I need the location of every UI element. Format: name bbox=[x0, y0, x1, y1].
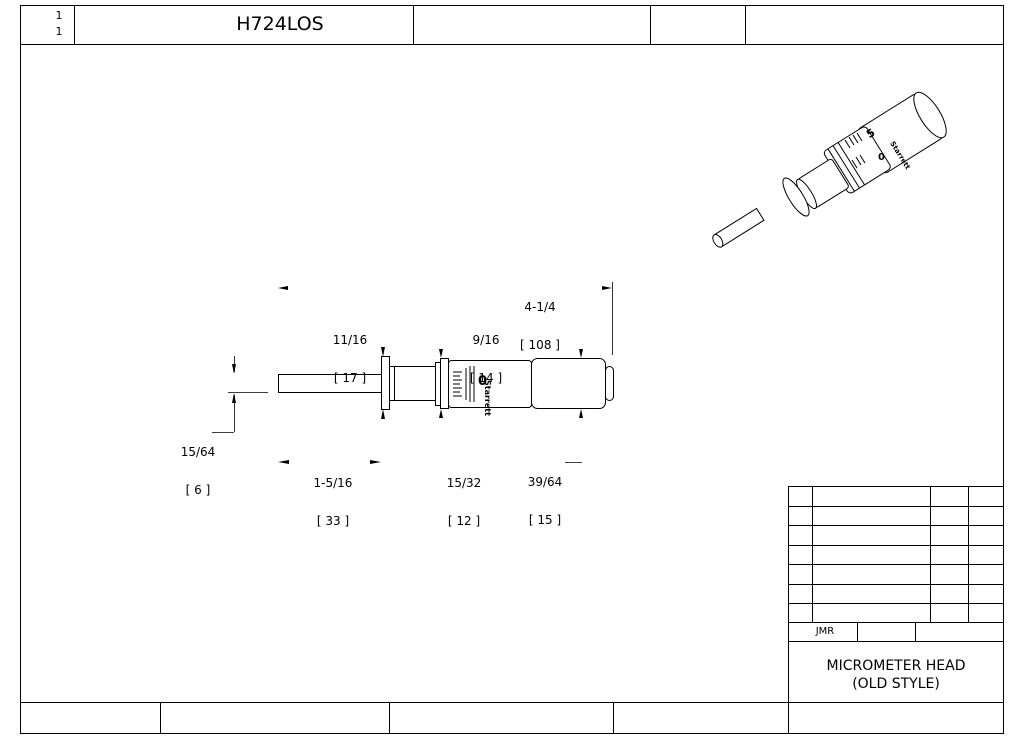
dim-overall-length-metric: [ 108 ] bbox=[520, 337, 560, 352]
dim-spindle-length-imperial: 1-5/16 bbox=[313, 476, 353, 491]
brand-marking: Starrett bbox=[483, 380, 492, 416]
dim-thimble-length-metric: [ 15 ] bbox=[528, 512, 562, 527]
dim-spindle-dia-imperial: 15/64 bbox=[180, 445, 216, 460]
drawing-title: MICROMETER HEAD (OLD STYLE) bbox=[790, 658, 1002, 693]
dim-thimble-length: 39/64 [ 15 ] bbox=[515, 451, 575, 539]
dim-sleeve-length-metric: [ 12 ] bbox=[447, 513, 481, 528]
dim-overall-length-imperial: 4-1/4 bbox=[524, 300, 556, 315]
sheet-number-bottom: 1 bbox=[55, 25, 63, 38]
dim-thimble-dia-metric: [ 14 ] bbox=[469, 370, 503, 385]
drawing-title-line2: (OLD STYLE) bbox=[852, 675, 940, 692]
iso-zero-mark: 0 bbox=[878, 152, 885, 163]
scale-zero-mark: 0 bbox=[478, 374, 488, 389]
drawn-by: JMR bbox=[815, 626, 835, 637]
dim-flange-dia-metric: [ 17 ] bbox=[333, 370, 367, 385]
dim-spindle-length-metric: [ 33 ] bbox=[316, 513, 350, 528]
dim-spindle-length: 1-5/16 [ 33 ] bbox=[303, 452, 363, 540]
dim-spindle-dia: 15/64 [ 6 ] bbox=[168, 421, 228, 509]
dim-sleeve-length: 15/32 [ 12 ] bbox=[434, 452, 494, 540]
part-number: H724LOS bbox=[236, 13, 324, 35]
dim-sleeve-length-imperial: 15/32 bbox=[446, 476, 482, 491]
dim-spindle-dia-metric: [ 6 ] bbox=[185, 482, 211, 497]
barrel-shape bbox=[389, 366, 436, 401]
ratchet-cap bbox=[605, 366, 614, 401]
dim-thimble-dia-imperial: 9/16 bbox=[472, 333, 500, 348]
dim-thimble-dia: 9/16 [ 14 ] bbox=[456, 309, 516, 397]
sheet-number-top: 1 bbox=[55, 9, 63, 22]
drawing-title-line1: MICROMETER HEAD bbox=[826, 658, 966, 674]
dim-flange-dia: 11/16 [ 17 ] bbox=[320, 309, 380, 397]
dim-thimble-length-imperial: 39/64 bbox=[527, 475, 563, 490]
dim-flange-dia-imperial: 11/16 bbox=[332, 333, 368, 348]
dim-overall-length: 4-1/4 [ 108 ] bbox=[510, 276, 570, 364]
